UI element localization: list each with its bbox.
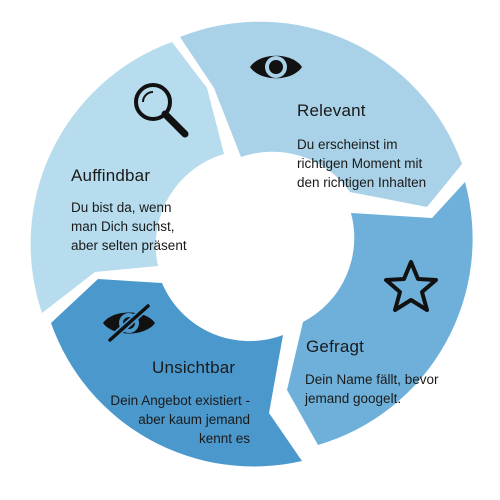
segment-title-unsichtbar: Unsichtbar <box>152 358 236 377</box>
segment-gefragt <box>287 182 473 445</box>
eye-slash-icon <box>103 303 155 343</box>
description-line: aber kaum jemand <box>138 412 250 427</box>
eye-icon <box>250 55 302 79</box>
description-line: Du bist da, wenn <box>71 200 172 215</box>
star-icon <box>384 260 438 312</box>
segment-description-unsichtbar: Dein Angebot existiert - aber kaum jeman… <box>74 391 250 448</box>
description-line: aber selten präsent <box>71 238 187 253</box>
description-line: kennt es <box>198 431 250 446</box>
segment-description-auffindbar: Du bist da, wenn man Dich suchst, aber s… <box>71 198 187 255</box>
segment-title-gefragt: Gefragt <box>306 337 365 356</box>
description-line: richtigen Moment mit <box>297 156 423 171</box>
segment-auffindbar <box>30 42 225 313</box>
description-line: Dein Angebot existiert - <box>110 393 250 408</box>
description-line: den richtigen Inhalten <box>297 175 427 190</box>
magnifier-icon <box>134 83 189 138</box>
description-line: Du erscheinst im <box>297 137 398 152</box>
description-line: man Dich suchst, <box>71 219 175 234</box>
description-line: Dein Name fällt, bevor <box>305 372 439 387</box>
segment-title-relevant: Relevant <box>297 101 366 120</box>
segment-description-gefragt: Dein Name fällt, bevor jemand googelt. <box>305 370 439 408</box>
segment-relevant <box>180 21 462 207</box>
segment-title-auffindbar: Auffindbar <box>71 166 151 185</box>
segment-description-relevant: Du erscheinst im richtigen Moment mit de… <box>297 135 426 192</box>
description-line: jemand googelt. <box>305 391 402 406</box>
